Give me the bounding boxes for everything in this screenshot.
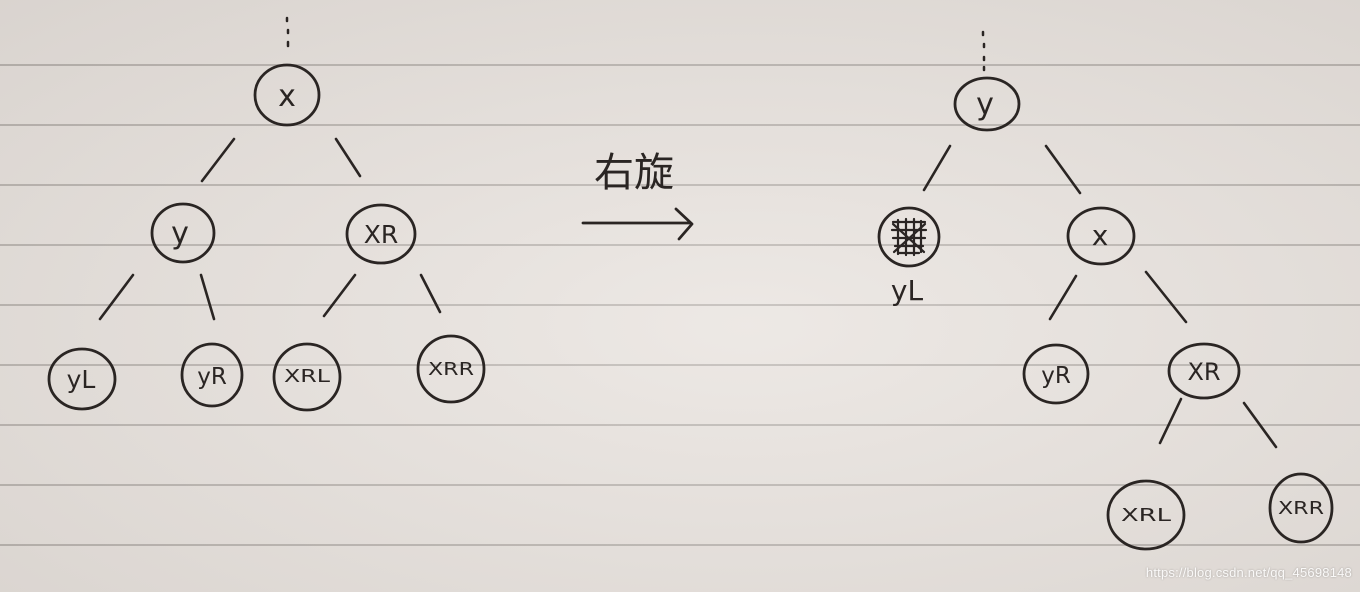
edge-x-yr (1048, 274, 1078, 321)
after-node-xrl: XRL (1106, 479, 1186, 551)
before-node-xrl-label: XRL (284, 366, 330, 387)
watermark-url: https://blog.csdn.net/qq_45698148 (1145, 565, 1352, 580)
edge-x-xr (1144, 270, 1188, 324)
before-node-xr: XR (345, 203, 417, 265)
before-node-xr-label: XR (364, 220, 399, 249)
after-root-ellipsis (981, 30, 986, 72)
after-node-xrr: XRR (1268, 472, 1334, 544)
after-node-y-label: y (976, 87, 994, 122)
before-node-x-label: x (278, 79, 296, 114)
after-edges (922, 144, 1278, 449)
before-node-yl-label: yL (67, 365, 96, 394)
before-node-x: x (253, 63, 321, 127)
after-node-x: x (1066, 206, 1136, 266)
after-tree: y yL x yR XR X (877, 30, 1334, 551)
before-node-yl: yL (47, 347, 117, 411)
edge-y-yl (922, 144, 952, 192)
before-node-xrr-label: XRR (428, 359, 474, 380)
after-node-xrl-label: XRL (1121, 505, 1171, 526)
before-node-y-label: y (171, 216, 189, 251)
edge-xr-xrr (1242, 401, 1278, 449)
rotation-arrow: 右旋 (581, 150, 694, 241)
after-node-x-label: x (1092, 219, 1109, 252)
edge-x-xr (334, 137, 362, 178)
after-node-xr: XR (1167, 342, 1241, 400)
before-tree: x y XR yL yR XRL XRR (47, 16, 486, 412)
after-node-xr-label: XR (1187, 358, 1220, 386)
before-edges (98, 137, 442, 321)
edge-xr-xrr (419, 273, 442, 314)
after-node-yr: yR (1022, 343, 1090, 405)
rotation-label: 右旋 (594, 150, 674, 196)
edge-y-x (1044, 144, 1082, 195)
edge-x-y (200, 137, 236, 183)
before-node-yr-label: yR (197, 364, 227, 390)
after-node-y: y (953, 76, 1021, 132)
before-node-yr: yR (180, 342, 244, 408)
before-root-ellipsis (285, 16, 290, 48)
edge-xr-xrl (1158, 397, 1183, 445)
after-node-xrr-label: XRR (1278, 498, 1324, 519)
before-node-xrl: XRL (272, 342, 342, 412)
after-node-yr-label: yR (1041, 363, 1071, 389)
edge-y-yl (98, 273, 135, 321)
edge-y-yr (199, 273, 216, 321)
after-node-yl-label: yL (891, 274, 924, 307)
before-node-y: y (150, 202, 216, 264)
before-node-xrr: XRR (416, 334, 486, 404)
arrow-right-icon (581, 207, 694, 241)
scribble-mark (890, 217, 928, 257)
after-node-yl: yL (877, 206, 941, 307)
edge-xr-xrl (322, 273, 357, 318)
